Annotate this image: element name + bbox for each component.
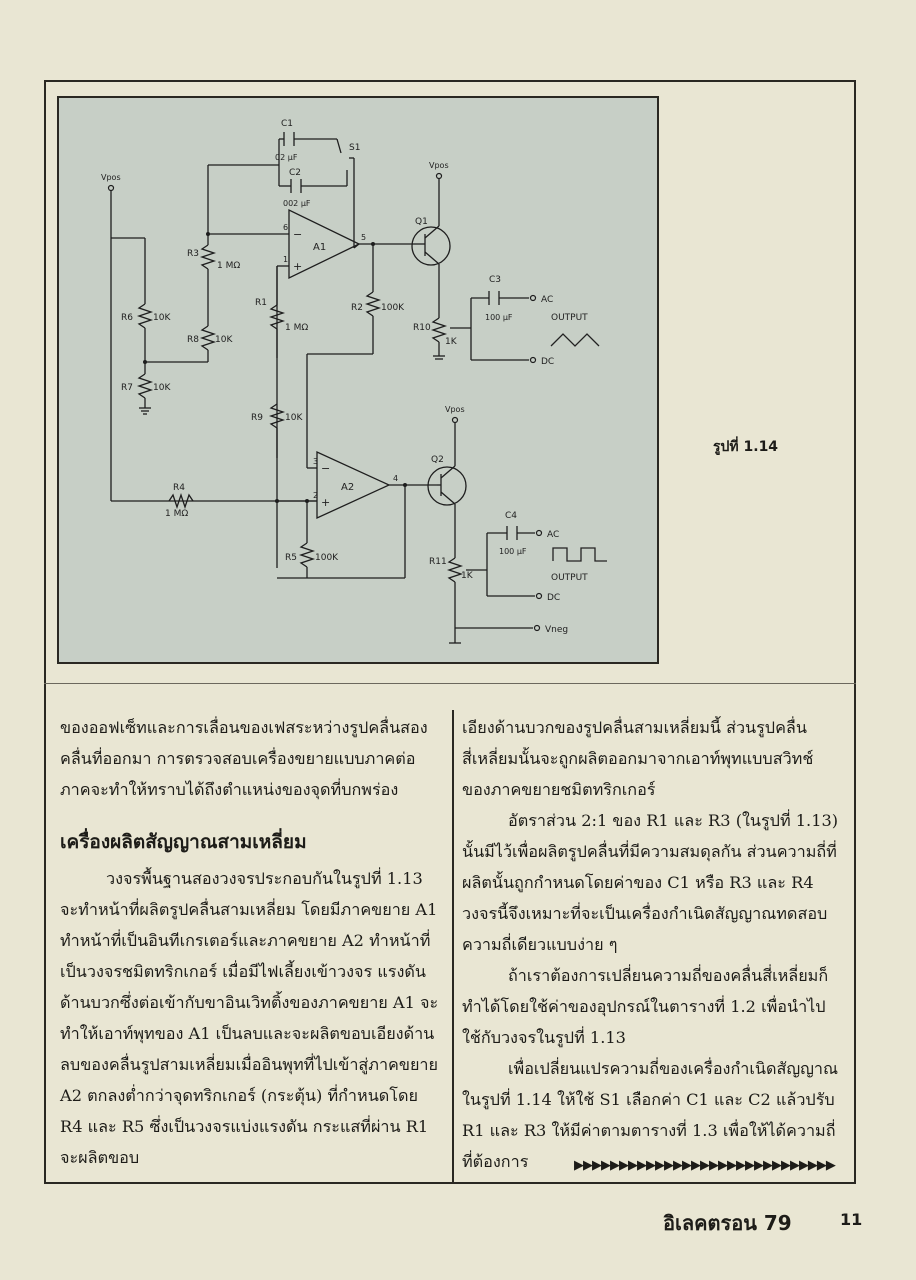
r10-value: 1K: [445, 337, 458, 347]
a1-minus-sign: −: [293, 228, 302, 241]
circuit-figure: C1 02 µF C2 002 µF S1 Vpos Vpos Vpos Q1 …: [57, 96, 659, 664]
pin-3-label: 3: [313, 457, 318, 466]
ac-label-2: AC: [547, 530, 559, 540]
paragraph: ถ้าเราต้องการเปลี่ยนความถี่ของคลื่นสี่เห…: [462, 966, 829, 1047]
pin-4-label: 4: [393, 474, 398, 483]
c2-value: 002 µF: [283, 199, 311, 208]
pin-1-label: 1: [283, 255, 288, 264]
dc-label-2: DC: [547, 593, 560, 603]
vpos-label-2: Vpos: [429, 161, 449, 170]
a1-plus-sign: +: [293, 260, 302, 273]
a2-minus-sign: −: [321, 462, 330, 475]
c3-label: C3: [489, 275, 501, 285]
paragraph: อัตราส่วน 2:1 ของ R1 และ R3 (ในรูปที่ 1.…: [462, 811, 839, 954]
r10-label: R10: [413, 323, 431, 333]
r5-label: R5: [285, 553, 297, 563]
r8-label: R8: [187, 335, 199, 345]
q1-label: Q1: [415, 217, 428, 227]
paragraph: เอียงด้านบวกของรูปคลื่นสามเหลี่ยมนี้ ส่ว…: [462, 718, 814, 799]
r3-value: 1 MΩ: [217, 261, 240, 271]
vpos-label-1: Vpos: [101, 173, 121, 182]
r2-label: R2: [351, 303, 363, 313]
vpos-label-3: Vpos: [445, 405, 465, 414]
r7-label: R7: [121, 383, 133, 393]
magazine-name: อิเลคตรอน 79: [663, 1211, 792, 1235]
r7-value: 10K: [153, 383, 171, 393]
c4-value: 100 µF: [499, 547, 527, 556]
c2-label: C2: [289, 168, 301, 178]
r6-value: 10K: [153, 313, 171, 323]
r3-label: R3: [187, 249, 199, 259]
r4-label: R4: [173, 483, 185, 493]
r1-label: R1: [255, 298, 267, 308]
page-number: 11: [840, 1210, 863, 1229]
paragraph: เพื่อเปลี่ยนแปรความถี่ของเครื่องกำเนิดสั…: [462, 1059, 839, 1171]
paragraph: วงจรพื้นฐานสองวงจรประกอบกันในรูปที่ 1.13…: [60, 869, 439, 1167]
c4-label: C4: [505, 511, 517, 521]
r8-value: 10K: [215, 335, 233, 345]
r2-value: 100K: [381, 303, 405, 313]
a1-label: A1: [313, 242, 326, 253]
s1-label: S1: [349, 143, 360, 153]
page-frame: [44, 80, 856, 1184]
r10-value-r9: 10K: [285, 413, 303, 423]
pin-2-label: 2: [313, 491, 318, 500]
output-label-2: OUTPUT: [551, 573, 588, 583]
figure-caption: รูปที่ 1.14: [713, 439, 779, 455]
r11-label: R11: [429, 557, 447, 567]
column-divider: [452, 710, 454, 1184]
vneg-label: Vneg: [545, 625, 568, 635]
a2-label: A2: [341, 482, 354, 493]
r4-value: 1 MΩ: [165, 509, 188, 519]
r9-label: R9: [251, 413, 263, 423]
pin-6-label: 6: [283, 223, 288, 232]
a2-plus-sign: +: [321, 496, 330, 509]
c1-value: 02 µF: [275, 153, 298, 162]
r6-label: R6: [121, 313, 133, 323]
right-column: เอียงด้านบวกของรูปคลื่นสามเหลี่ยมนี้ ส่ว…: [462, 712, 842, 1177]
pin-5-label: 5: [361, 233, 366, 242]
end-arrows: ▶▶▶▶▶▶▶▶▶▶▶▶▶▶▶▶▶▶▶▶▶▶▶▶▶▶▶▶▶: [574, 1158, 836, 1173]
left-column: ของออฟเซ็ทและการเลื่อนของเฟสระหว่างรูปคล…: [60, 712, 440, 1173]
paragraph: ของออฟเซ็ทและการเลื่อนของเฟสระหว่างรูปคล…: [60, 718, 428, 799]
c1-label: C1: [281, 119, 293, 129]
r11-value: 1K: [461, 571, 474, 581]
divider-line: [44, 683, 856, 684]
q2-label: Q2: [431, 455, 444, 465]
ac-label-1: AC: [541, 295, 553, 305]
output-label-1: OUTPUT: [551, 313, 588, 323]
section-heading: เครื่องผลิตสัญญาณสามเหลี่ยม: [60, 831, 307, 853]
r5-value: 100K: [315, 553, 339, 563]
c3-value: 100 µF: [485, 313, 513, 322]
dc-label-1: DC: [541, 357, 554, 367]
circuit-diagram: C1 02 µF C2 002 µF S1 Vpos Vpos Vpos Q1 …: [101, 119, 607, 644]
r1-value: 1 MΩ: [285, 323, 308, 333]
